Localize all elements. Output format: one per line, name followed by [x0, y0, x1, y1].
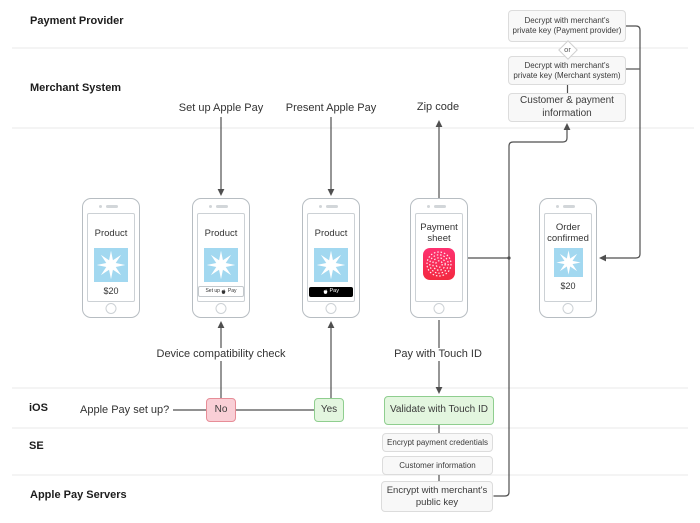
lane-label-se: SE [29, 440, 44, 452]
speaker-icon [216, 205, 228, 208]
line-encrypt-to-merchant [493, 130, 568, 497]
label-apple-pay-set-up-question: Apple Pay set up? [76, 404, 174, 417]
label-set-up-apple-pay: Set up Apple Pay [174, 102, 268, 115]
apple-logo-icon [221, 288, 226, 295]
iphone-payment-sheet: Payment sheet [410, 198, 468, 318]
box-yes: Yes [314, 398, 344, 422]
iphone-set-up-apple-pay: Product $20 Set up Pay [192, 198, 250, 318]
camera-dot-icon [427, 205, 430, 208]
box-decrypt-merchant-system: Decrypt with merchant's private key (Mer… [508, 56, 626, 85]
apple-logo-icon [323, 289, 328, 295]
box-encrypt-payment-credentials: Encrypt payment credentials [382, 433, 493, 452]
home-button [433, 303, 445, 314]
phone1-screen: Product $20 [87, 213, 135, 302]
screen-title: Product [314, 227, 348, 239]
phone4-screen: Payment sheet [415, 213, 463, 302]
camera-dot-icon [99, 205, 102, 208]
lane-label-merchant-system: Merchant System [30, 82, 122, 94]
apple-pay-button: Pay [309, 287, 353, 297]
screen-title: Product [94, 227, 128, 239]
speaker-icon [106, 205, 118, 208]
label-zip-code: Zip code [412, 101, 464, 114]
box-no: No [206, 398, 236, 422]
button-pay-label: Pay [227, 288, 237, 294]
iphone-product: Product $20 [82, 198, 140, 318]
screen-title: Product [204, 227, 238, 239]
speaker-icon [326, 205, 338, 208]
or-label: or [564, 45, 571, 54]
lane-label-payment-provider: Payment Provider [30, 15, 124, 27]
box-customer-information: Customer information [382, 456, 493, 475]
product-star-image [204, 248, 238, 282]
home-button [105, 303, 117, 314]
box-customer-payment-information: Customer & payment information [508, 93, 626, 122]
product-price: $20 [560, 281, 576, 291]
label-present-apple-pay: Present Apple Pay [281, 102, 381, 115]
speaker-icon [434, 205, 446, 208]
touch-id-icon [423, 248, 455, 280]
arrowheads [217, 120, 606, 394]
label-pay-with-touch-id: Pay with Touch ID [390, 348, 486, 361]
phone3-screen: Product $20 Pay [307, 213, 355, 302]
camera-dot-icon [319, 205, 322, 208]
product-star-image [553, 248, 583, 277]
phone5-screen: Order confirmed $20 [544, 213, 592, 302]
box-decrypt-payment-provider: Decrypt with merchant's private key (Pay… [508, 10, 626, 42]
camera-dot-icon [209, 205, 212, 208]
set-up-apple-pay-button: Set up Pay [198, 286, 244, 297]
screen-title: Payment sheet [420, 222, 458, 244]
screen-title: Order confirmed [547, 222, 589, 244]
iphone-order-confirmed: Order confirmed $20 [539, 198, 597, 318]
line-decrypt-to-order-confirmed [606, 25, 641, 259]
home-button [325, 303, 337, 314]
box-encrypt-with-merchant-public-key: Encrypt with merchant's public key [381, 481, 493, 512]
phone2-screen: Product $20 Set up Pay [197, 213, 245, 302]
home-button [215, 303, 227, 314]
home-button [562, 303, 574, 314]
camera-dot-icon [556, 205, 559, 208]
lane-label-apple-pay-servers: Apple Pay Servers [30, 489, 127, 501]
iphone-present-apple-pay: Product $20 Pay [302, 198, 360, 318]
box-validate-with-touch-id: Validate with Touch ID [384, 396, 494, 425]
product-star-image [94, 248, 128, 282]
product-star-image [314, 248, 348, 282]
or-diamond: or [557, 39, 578, 60]
label-device-compatibility-check: Device compatibility check [152, 348, 290, 361]
lane-label-ios: iOS [29, 402, 48, 414]
button-prefix: Set up [205, 288, 220, 294]
button-pay-label: Pay [329, 288, 339, 295]
product-price: $20 [103, 286, 119, 296]
speaker-icon [563, 205, 575, 208]
